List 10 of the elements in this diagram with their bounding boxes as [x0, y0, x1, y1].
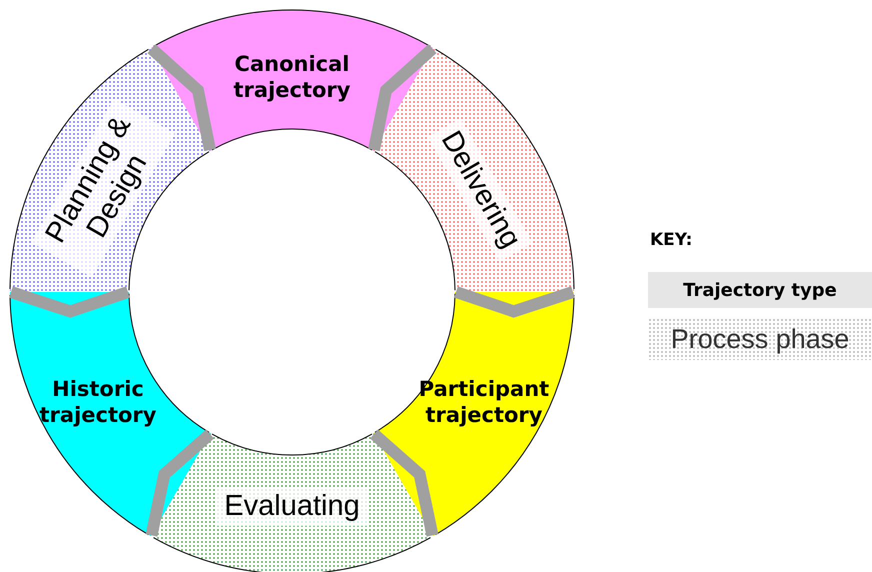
- phase-label: Evaluating: [216, 488, 368, 526]
- legend-heading: KEY:: [650, 230, 692, 250]
- segment-label: Canonical trajectory: [232, 50, 352, 104]
- legend-label: Process phase: [670, 324, 850, 354]
- segment-label: Participant trajectory: [418, 376, 550, 428]
- phase-segment: [10, 48, 210, 292]
- segment-label: Historic trajectory: [38, 376, 158, 428]
- phase-segment: [374, 48, 574, 292]
- phase-segment: [151, 433, 433, 572]
- legend-label: Trajectory type: [683, 280, 837, 300]
